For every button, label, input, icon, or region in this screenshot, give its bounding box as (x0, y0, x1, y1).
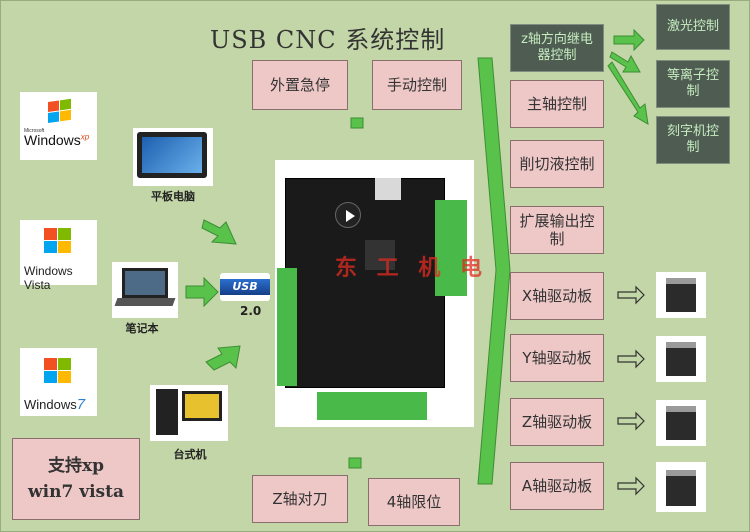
stepper-motor-a (656, 462, 706, 512)
cnc-board-photo (275, 160, 474, 427)
a-driver-box: A轴驱动板 (510, 462, 604, 510)
spindle-control-box: 主轴控制 (510, 80, 604, 128)
arrow-desktop (206, 346, 240, 370)
plasma-control-box: 等离子控制 (656, 60, 730, 108)
motor-icon (666, 278, 696, 312)
motor-icon (666, 342, 696, 376)
arrow-laptop (186, 278, 218, 306)
manual-control-box: 手动控制 (372, 60, 462, 110)
stepper-motor-z (656, 400, 706, 446)
connector-bottom (349, 458, 361, 468)
z-tool-box: Z轴对刀 (252, 475, 348, 523)
expand-output-box: 扩展输出控制 (510, 206, 604, 254)
relay-control-box: z轴方向继电器控制 (510, 24, 604, 72)
arrow-laser (614, 30, 644, 50)
arrow-z (618, 413, 644, 429)
left-terminal-block (277, 268, 297, 386)
arrow-tablet (202, 220, 236, 244)
bottom-terminal-block (317, 392, 427, 420)
estop-box: 外置急停 (252, 60, 348, 110)
motor-icon (666, 406, 696, 440)
limit-4-box: 4轴限位 (368, 478, 460, 526)
usb-port-icon (375, 178, 401, 200)
laser-control-box: 激光控制 (656, 4, 730, 50)
watermark-text: 东 工 机 电 (335, 250, 488, 282)
connector-top (351, 118, 363, 128)
arrow-a (618, 478, 644, 494)
engraver-control-box: 刻字机控制 (656, 116, 730, 164)
coolant-control-box: 削切液控制 (510, 140, 604, 188)
arrow-x (618, 287, 644, 303)
arrow-y (618, 351, 644, 367)
play-icon (335, 202, 361, 228)
z-driver-box: Z轴驱动板 (510, 398, 604, 446)
pcb-icon (285, 178, 445, 388)
x-driver-box: X轴驱动板 (510, 272, 604, 320)
motor-icon (666, 470, 696, 506)
stepper-motor-y (656, 336, 706, 382)
y-driver-box: Y轴驱动板 (510, 334, 604, 382)
stepper-motor-x (656, 272, 706, 318)
